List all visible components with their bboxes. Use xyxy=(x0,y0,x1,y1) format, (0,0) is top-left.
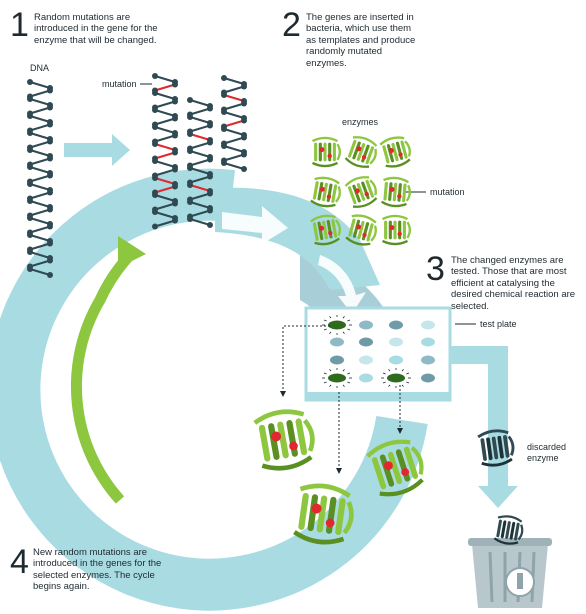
well-highlight-ray xyxy=(329,384,332,387)
enzyme-9 xyxy=(381,214,411,246)
mutated-dna-strand-2 xyxy=(187,97,213,228)
well-highlight-ray xyxy=(329,369,332,372)
mutated-dna-strand-3 xyxy=(221,75,247,172)
selected-enzyme-1 xyxy=(253,409,315,471)
step-4-number: 4 xyxy=(10,543,29,581)
enzyme-8 xyxy=(345,214,377,246)
well-highlight-ray xyxy=(342,316,345,319)
trashed-enzyme xyxy=(493,515,524,545)
enzyme-4 xyxy=(310,176,341,208)
mutation-dna-label: mutation xyxy=(102,79,137,89)
well-highlight-ray xyxy=(347,328,351,331)
trash-bin-icon xyxy=(468,515,552,608)
well-highlight-ray xyxy=(323,319,327,322)
test-well xyxy=(330,355,344,365)
well-highlight-ray xyxy=(388,384,391,387)
enzyme-5 xyxy=(344,176,378,208)
test-well xyxy=(421,355,435,365)
enzyme-3 xyxy=(379,136,411,168)
well-highlight-ray xyxy=(347,381,351,384)
well-highlight-ray xyxy=(323,328,327,331)
test-well xyxy=(328,373,346,383)
well-highlight-ray xyxy=(347,319,351,322)
test-well xyxy=(389,355,403,365)
well-highlight-ray xyxy=(342,331,345,334)
enzyme-1 xyxy=(311,136,341,168)
discarded-enzyme-label: discarded enzyme xyxy=(527,442,567,463)
discarded-enzyme-icon xyxy=(477,429,515,467)
step-2-text: The genes are inserted in bacteria, whic… xyxy=(306,12,416,69)
step-2-number: 2 xyxy=(282,6,301,44)
test-well xyxy=(359,355,373,365)
well-highlight-ray xyxy=(323,381,327,384)
well-highlight-ray xyxy=(342,369,345,372)
selected-enzyme-2 xyxy=(293,483,354,545)
original-dna-strand xyxy=(27,79,53,278)
step-3-number: 3 xyxy=(426,250,445,288)
green-cycle-arrow xyxy=(70,236,146,504)
dna-label: DNA xyxy=(30,63,50,73)
well-highlight-ray xyxy=(329,316,332,319)
well-highlight-ray xyxy=(347,372,351,375)
test-well xyxy=(359,373,373,383)
test-well xyxy=(389,337,403,347)
well-highlight-ray xyxy=(401,384,404,387)
test-well xyxy=(387,373,405,383)
well-highlight-ray xyxy=(406,372,410,375)
selection-arrowheads xyxy=(280,391,403,474)
mutation-enzyme-label: mutation xyxy=(430,187,465,197)
test-plate xyxy=(304,306,452,402)
test-plate-label: test plate xyxy=(480,319,517,329)
well-highlight-ray xyxy=(388,369,391,372)
dna-to-mutation-arrow xyxy=(64,134,130,166)
step-1-text: Random mutations are introduced in the g… xyxy=(34,12,158,46)
test-well xyxy=(359,337,373,347)
well-highlight-ray xyxy=(323,372,327,375)
discarded-enzyme xyxy=(477,429,515,467)
to-enzymes-arrow xyxy=(222,206,288,244)
step-4-text: New random mutations are introduced in t… xyxy=(33,547,162,593)
enzyme-7 xyxy=(310,214,341,246)
mutated-dna-strand-1 xyxy=(152,73,178,230)
cycle-band-top xyxy=(215,187,380,290)
test-well xyxy=(389,320,403,330)
test-well xyxy=(328,320,346,330)
test-well xyxy=(421,320,435,330)
step-1-number: 1 xyxy=(10,6,29,44)
selected-enzyme-3 xyxy=(366,439,424,497)
test-well xyxy=(359,320,373,330)
enzyme-2 xyxy=(344,136,378,168)
well-highlight-ray xyxy=(401,369,404,372)
well-highlight-ray xyxy=(382,381,386,384)
well-highlight-ray xyxy=(329,331,332,334)
well-highlight-ray xyxy=(406,381,410,384)
step-3-text: The changed enzymes are tested. Those th… xyxy=(451,255,576,312)
test-well xyxy=(330,337,344,347)
well-highlight-ray xyxy=(382,372,386,375)
test-well xyxy=(421,373,435,383)
enzyme-6 xyxy=(381,176,411,208)
enzymes-label: enzymes xyxy=(342,117,379,127)
selection-arrows xyxy=(282,323,476,470)
test-well xyxy=(421,337,435,347)
well-highlight-ray xyxy=(342,384,345,387)
to-plate-arrow xyxy=(318,255,366,314)
